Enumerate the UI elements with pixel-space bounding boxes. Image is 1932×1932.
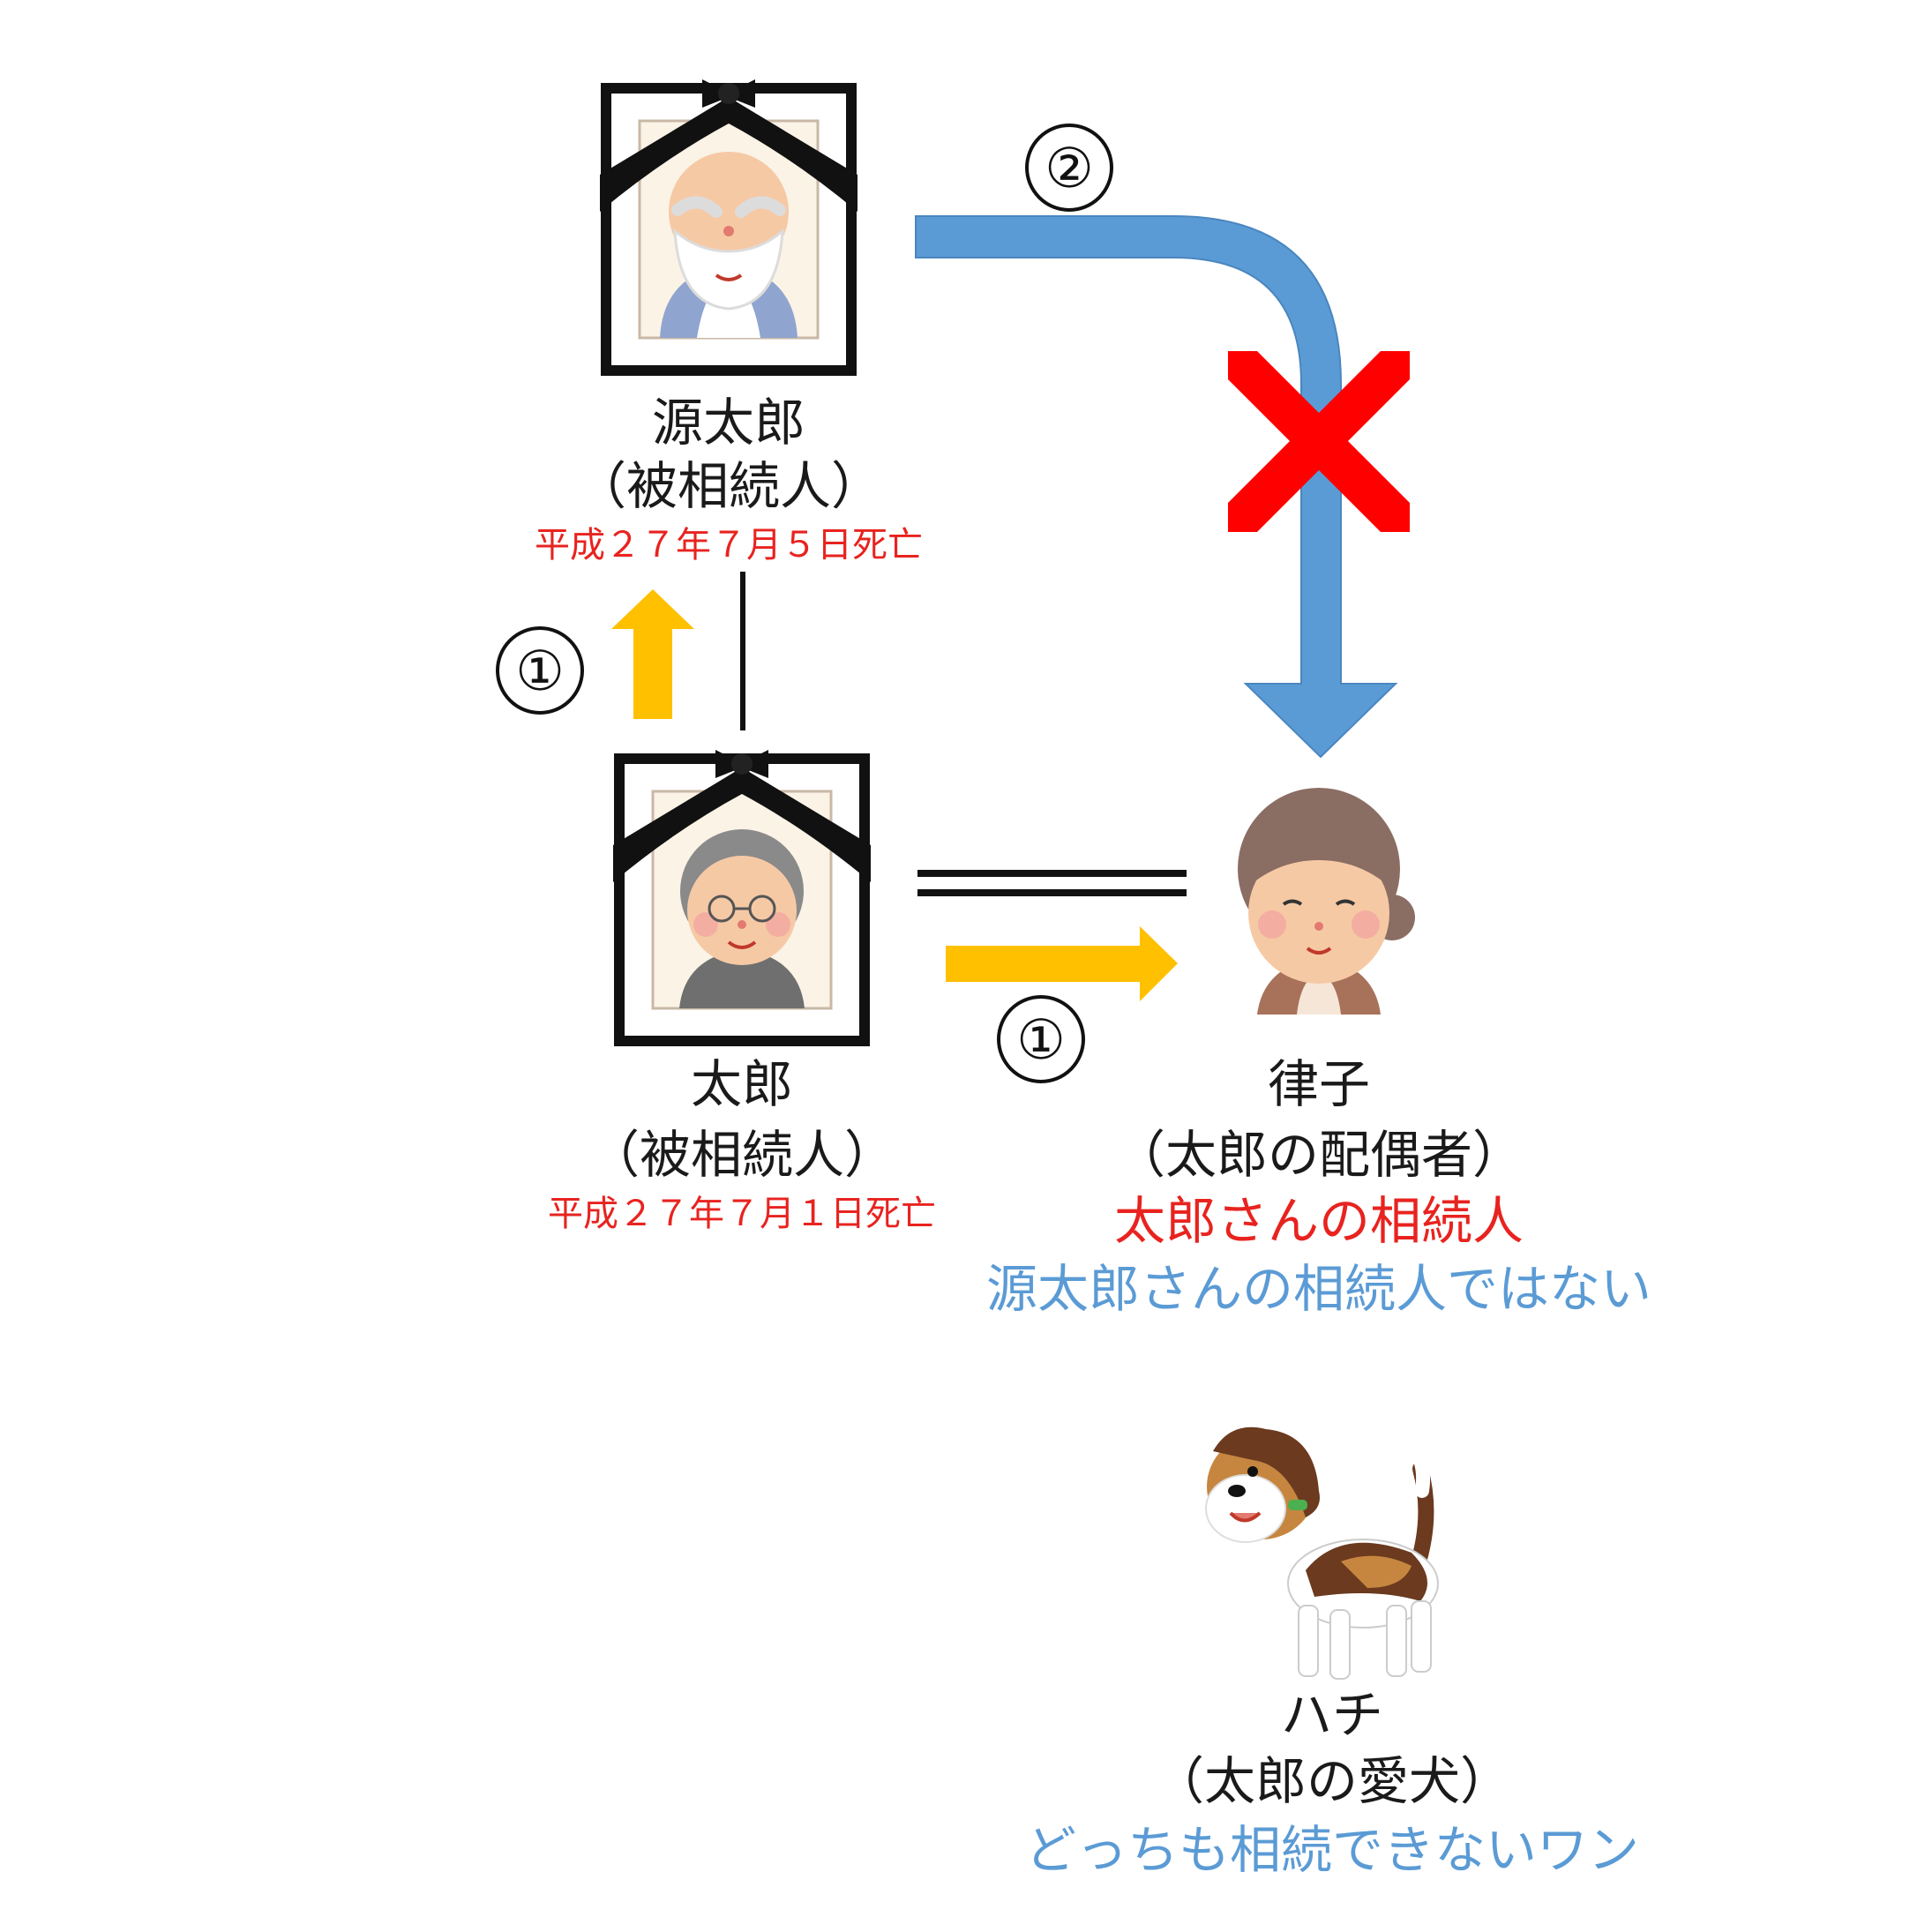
hachi-status: どっちも相続できないワン [1024,1820,1639,1880]
taro-role: （被相続人） [588,1125,895,1185]
taro-name: 太郎 [690,1054,793,1114]
gentaro-death-date: 平成２７年７月５日死亡 [535,525,923,565]
ritsuko-status-heir: 太郎さんの相続人 [1113,1191,1524,1251]
ritsuko-illustration [1238,788,1415,1015]
gentaro-portrait [600,79,857,376]
step-one-up-marker: ① [496,626,584,715]
ritsuko-name: 律子 [1267,1054,1370,1114]
gentaro-role: （被相続人） [574,456,882,516]
hachi-role: （太郎の愛犬） [1152,1751,1511,1811]
ritsuko-role: （太郎の配偶者） [1113,1125,1524,1185]
taro-portrait [613,750,871,1046]
blue-arrow-curve [915,215,1398,759]
yellow-arrow-up [611,589,694,719]
taro-death-date: 平成２７年７月１日死亡 [548,1194,936,1234]
step-one-right-marker: ① [997,995,1085,1083]
yellow-arrow-right [946,926,1178,1001]
gentaro-name: 源太郎 [651,393,805,453]
hachi-name: ハチ [1280,1685,1383,1745]
ritsuko-status-not-heir: 源太郎さんの相続人ではない [985,1259,1651,1319]
step-two-marker: ② [1025,124,1113,212]
hachi-dog-illustration [1205,1427,1439,1680]
red-cross-icon [1228,351,1410,532]
